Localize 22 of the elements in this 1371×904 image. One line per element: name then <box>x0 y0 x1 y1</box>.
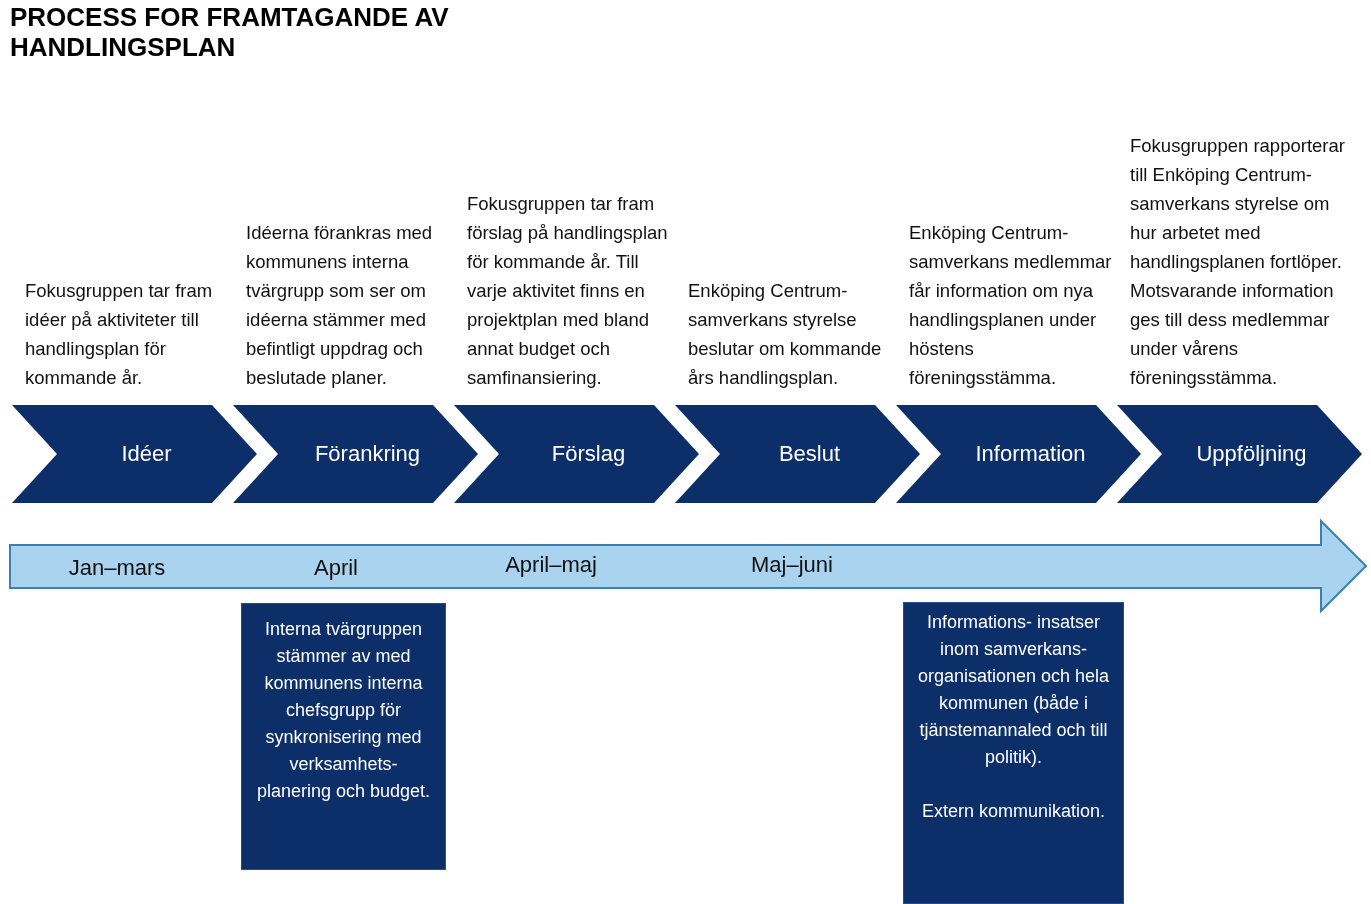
step-description: Fokusgruppen rapporterar till Enköping Centrum-samverkans styrelse om hur arbetet med handlingsplanen fortlöper. Motsvarande information ges till dess medlemmar under vårens föreningsstämma. <box>1130 134 1346 390</box>
note-text: Interna tvärgruppen stämmer av med kommunens interna chefsgrupp för synkronisering med verksamhets- planering och budget. <box>255 618 432 803</box>
note-box <box>241 603 446 870</box>
step-description: Idéerna förankras med kommunens interna tvärgrupp som ser om idéerna stämmer med befintligt uppdrag och beslutade planer. <box>246 221 434 390</box>
step-description: Fokusgruppen tar fram förslag på handlingsplan för kommande år. Till varje aktivitet finns en projektplan med bland annat budget och samfinansiering. <box>467 192 669 390</box>
step-description: Enköping Centrum-samverkans styrelse beslutar om kommande års handlingsplan. <box>688 279 883 390</box>
step-label: Beslut <box>778 441 841 467</box>
note-box <box>903 602 1124 904</box>
note-text: Informations- insatser inom samverkans- organisationen och hela kommunen (både i tjänstemannaled och till politik). <box>916 611 1111 769</box>
note-text: Extern kommunikation. <box>920 800 1107 823</box>
step-label: Förankring <box>314 441 421 467</box>
step-label: Uppföljning <box>1196 441 1307 467</box>
step-label: Idéer <box>121 441 172 467</box>
step-label: Information <box>975 441 1086 467</box>
period-label: Jan–mars <box>68 555 166 581</box>
period-label: Maj–juni <box>751 552 833 578</box>
step-label: Förslag <box>551 441 626 467</box>
period-label: April–maj <box>505 552 597 578</box>
period-label: April <box>314 555 358 581</box>
step-description: Enköping Centrum-samverkans medlemmar får information om nya handlingsplanen under höstens föreningsstämma. <box>909 221 1113 390</box>
diagram-title: PROCESS FOR FRAMTAGANDE AV HANDLINGSPLAN <box>10 2 450 62</box>
step-description: Fokusgruppen tar fram idéer på aktiviteter till handlingsplan för kommande år. <box>25 279 214 390</box>
